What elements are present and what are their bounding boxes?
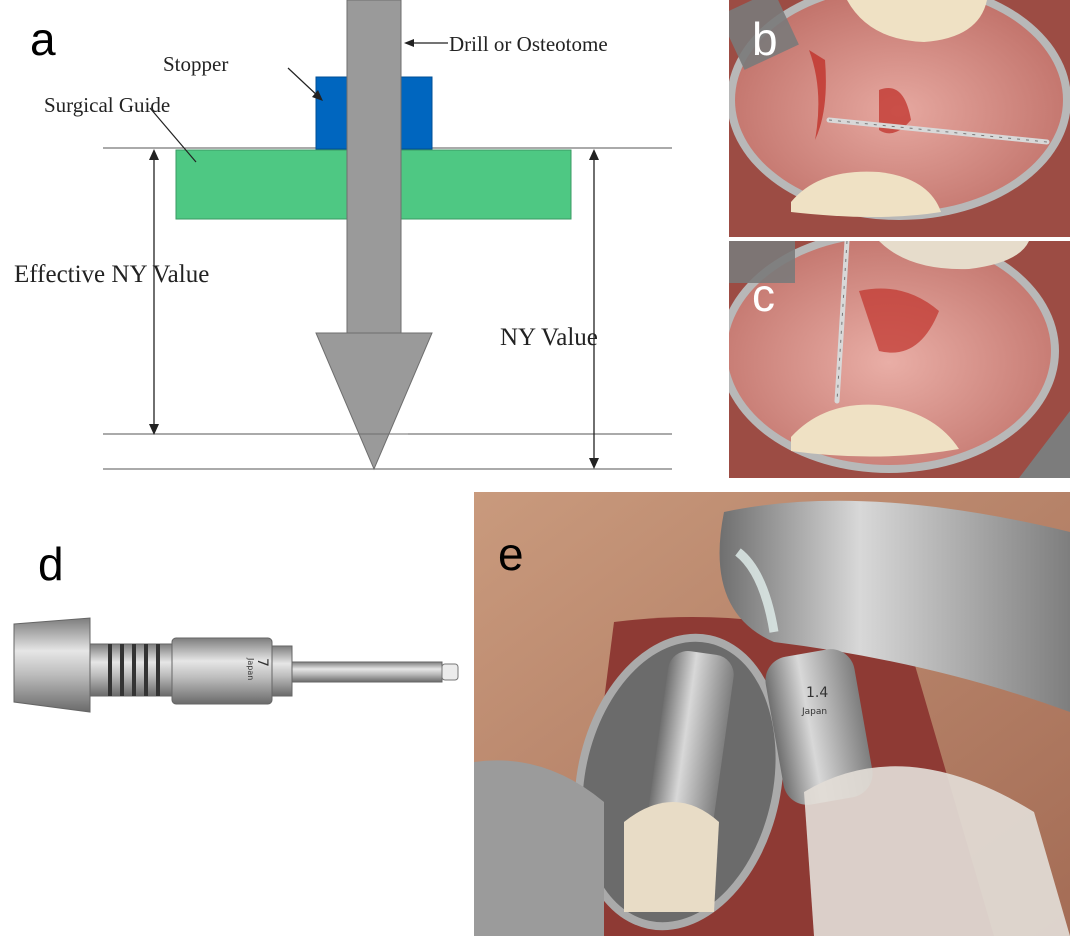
instrument-photo-d: 7 Japan <box>13 617 459 713</box>
instrument-collar <box>171 637 273 705</box>
instrument-tip <box>441 663 459 681</box>
guide-pointer <box>149 107 197 163</box>
drill-tip-cone <box>315 332 433 471</box>
osteotome-in-use <box>765 649 873 805</box>
panel-letter-e: e <box>498 528 524 580</box>
stopper-pointer <box>287 67 321 99</box>
ny-value-diagram: Drill or Osteotome Stopper Surgical Guid… <box>14 0 672 471</box>
drill-shaft <box>346 0 402 334</box>
instrument-shaft <box>291 661 443 683</box>
lower-tooth <box>791 171 941 217</box>
drill-label: Drill or Osteotome <box>449 32 608 56</box>
periodontal-probe <box>834 241 850 404</box>
handpiece <box>719 500 1070 712</box>
intraoral-photo-c <box>729 241 1070 478</box>
ny-value-label: NY Value <box>500 324 598 351</box>
panel-letter-a: a <box>30 13 56 65</box>
lower-tooth <box>791 404 959 457</box>
clinical-photo-e: 1.4 Japan <box>474 492 1070 936</box>
instrument-head <box>13 617 91 713</box>
upper-tooth <box>847 0 987 42</box>
surgical-guide-label: Surgical Guide <box>44 93 170 117</box>
instrument-e-mark: 1.4 <box>806 685 828 701</box>
panel-letter-c: c <box>752 269 775 321</box>
stopper-label: Stopper <box>163 52 228 76</box>
instrument-d-brand: Japan <box>246 657 255 680</box>
intraoral-photo-b <box>729 0 1070 237</box>
instrument-e-brand: Japan <box>801 707 827 717</box>
upper-tooth <box>879 241 1029 270</box>
panel-letter-b: b <box>752 13 778 65</box>
effective-ny-label: Effective NY Value <box>14 261 209 288</box>
instrument-d-mark: 7 <box>254 658 270 667</box>
panel-letter-d: d <box>38 538 64 590</box>
